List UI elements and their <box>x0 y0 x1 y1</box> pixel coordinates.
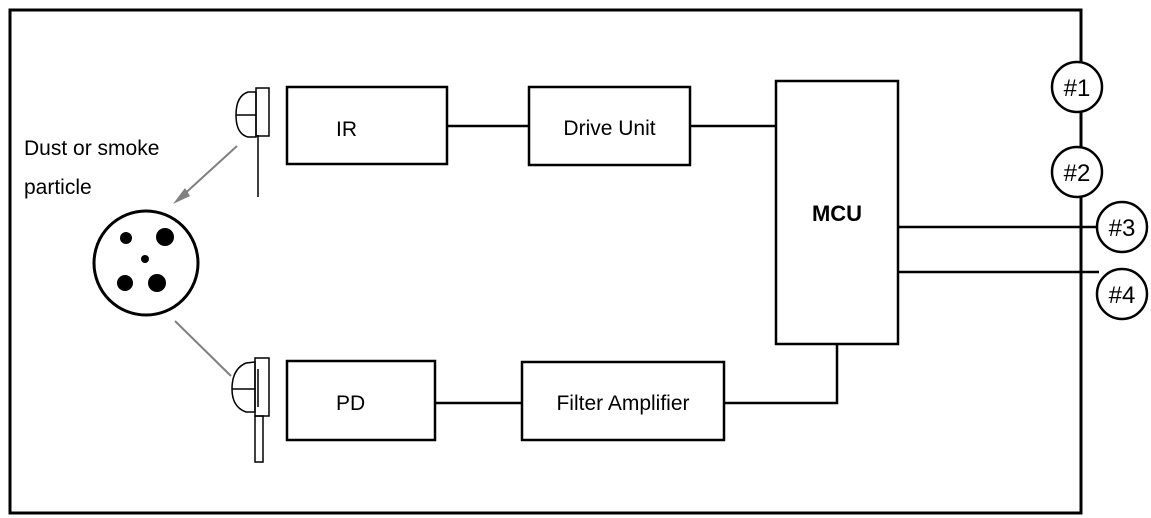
emitter-to-particle-arrow <box>173 145 238 204</box>
pin-3-label: #3 <box>1109 215 1136 242</box>
pin-2: #2 <box>1050 145 1104 199</box>
mcu-block <box>774 79 900 346</box>
drive-unit-block <box>527 85 692 167</box>
drive-unit-label: Drive Unit <box>563 117 655 140</box>
pin-4: #4 <box>1095 267 1149 321</box>
particle-to-detector-line <box>174 320 232 377</box>
photodiode-icon <box>231 357 270 463</box>
filter-amplifier-block <box>520 360 726 442</box>
ir-block <box>285 85 449 166</box>
pin-3: #3 <box>1095 200 1149 254</box>
filter-amplifier-label: Filter Amplifier <box>556 392 689 415</box>
particle-label-line1: Dust or smoke <box>24 137 159 160</box>
signal-wires <box>435 124 1099 405</box>
particle-circle <box>92 209 200 317</box>
ir-emitter-icon <box>235 87 270 197</box>
pd-block-label: PD <box>336 392 365 415</box>
pd-block <box>285 359 437 442</box>
sensor-enclosure <box>8 8 1083 515</box>
pin-2-label: #2 <box>1064 160 1091 187</box>
pin-1-label: #1 <box>1064 75 1091 102</box>
particle-label-line2: particle <box>24 176 92 199</box>
pin-4-label: #4 <box>1109 282 1136 309</box>
ir-block-label: IR <box>336 118 357 141</box>
pin-1: #1 <box>1050 60 1104 114</box>
mcu-label: MCU <box>812 201 862 226</box>
